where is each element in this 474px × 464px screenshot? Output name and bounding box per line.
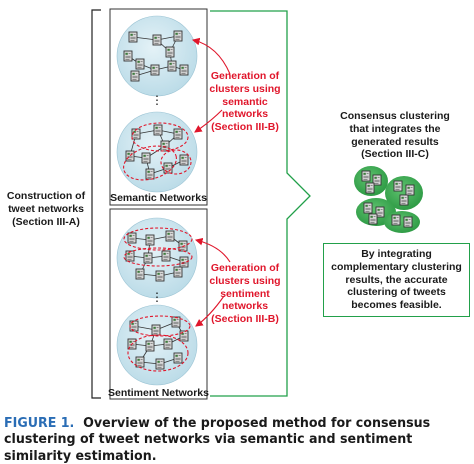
semantic-clustering-label-line: networks bbox=[221, 108, 269, 121]
sentiment-cluster-arrows bbox=[194, 237, 231, 327]
sentiment-clustering-label-line: Generation of bbox=[210, 262, 280, 274]
semantic-clustering-label-line: Generation of bbox=[210, 70, 280, 82]
consensus-clustering-label-line: that integrates the bbox=[349, 122, 441, 135]
semantic-clustering-label-line: (Section III-B) bbox=[211, 121, 279, 134]
semantic-clustering-label: Generation of clusters using semantic ne… bbox=[203, 70, 287, 134]
consensus-clustering-label-line: Consensus clustering bbox=[340, 110, 450, 122]
construction-label: Construction of tweet networks (Section … bbox=[2, 190, 90, 228]
result-box bbox=[323, 243, 470, 317]
semantic-network-graph-2 bbox=[116, 111, 198, 193]
sentiment-clustering-label-line: sentiment bbox=[220, 287, 270, 300]
construction-bracket bbox=[91, 9, 101, 399]
sentiment-networks-title: Sentiment Networks bbox=[108, 387, 209, 399]
result-box-line: clustering of tweets bbox=[347, 286, 446, 299]
consensus-cluster-graphic bbox=[354, 166, 423, 233]
semantic-clustering-label-line: clusters using bbox=[209, 82, 281, 95]
sentiment-clustering-label-line: networks bbox=[221, 300, 269, 313]
semantic-network-graph-1 bbox=[116, 15, 198, 97]
result-box-line: complementary clustering bbox=[331, 260, 462, 273]
cluster-outline bbox=[160, 149, 192, 175]
construction-label-line: (Section III-A) bbox=[12, 215, 80, 228]
cluster-outline bbox=[127, 334, 189, 372]
semantic-networks-title: Semantic Networks bbox=[110, 192, 207, 204]
sentiment-clustering-label: Generation of clusters using sentiment n… bbox=[203, 262, 287, 326]
semantic-cluster-arrows bbox=[191, 37, 231, 133]
consensus-clustering-label-line: generated results bbox=[351, 135, 439, 148]
semantic-clustering-label-line: semantic bbox=[222, 95, 268, 108]
consensus-clustering-label-line: (Section III-C) bbox=[361, 148, 429, 161]
sentiment-clustering-label-line: (Section III-B) bbox=[211, 313, 279, 326]
result-box-line: By integrating bbox=[361, 248, 432, 260]
sentiment-clustering-label-line: clusters using bbox=[209, 274, 281, 287]
green-bracket bbox=[210, 10, 311, 397]
cluster-outline bbox=[131, 122, 189, 152]
construction-label-line: tweet networks bbox=[8, 202, 84, 215]
cluster-outline bbox=[129, 315, 191, 337]
svg-text:⋮: ⋮ bbox=[151, 93, 163, 107]
consensus-clustering-label: Consensus clustering that integrates the… bbox=[320, 110, 470, 161]
result-box-text: By integrating complementary clustering … bbox=[323, 248, 470, 312]
cluster-outline bbox=[123, 145, 177, 181]
result-box-line: becomes feasible. bbox=[351, 299, 442, 312]
svg-text:⋮: ⋮ bbox=[151, 290, 163, 304]
sentiment-network-graph-2 bbox=[116, 304, 198, 386]
result-box-line: results, the accurate bbox=[345, 273, 448, 286]
cluster-outline bbox=[123, 227, 193, 251]
cluster-outline bbox=[123, 247, 193, 267]
figure-label: FIGURE 1. bbox=[4, 415, 75, 431]
figure-caption: FIGURE 1. Overview of the proposed metho… bbox=[4, 415, 439, 464]
sentiment-network-graph-1 bbox=[116, 217, 198, 299]
construction-label-line: Construction of bbox=[6, 190, 86, 202]
